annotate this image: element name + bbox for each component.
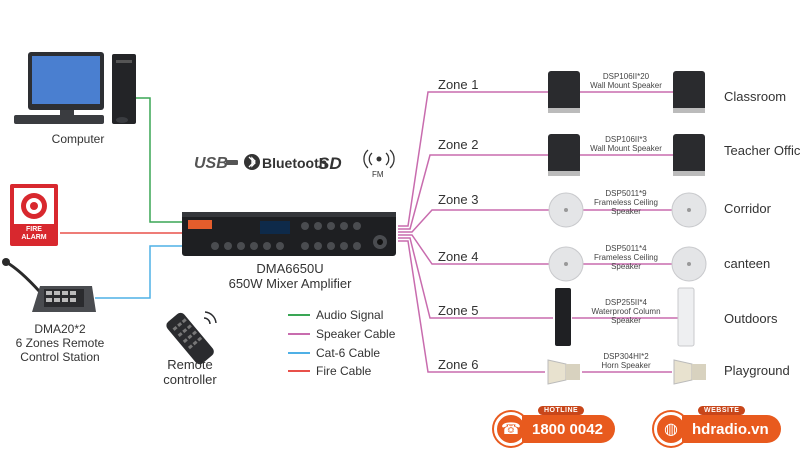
- speaker-type-zone-3: Frameless Ceiling Speaker: [593, 198, 659, 216]
- zone-3-label: Zone 3: [438, 192, 479, 207]
- horn-speaker-zone-6-b: [673, 359, 706, 385]
- remote-controller-label: Remote controller: [150, 357, 230, 387]
- fm-logo: FM: [363, 149, 395, 179]
- zone-1-label: Zone 1: [438, 77, 479, 92]
- svg-text:FM: FM: [372, 170, 384, 179]
- fire-alarm-label: FIRE ALARM: [14, 226, 54, 242]
- speaker-cable-zone-1: [398, 91, 550, 227]
- remote-controller-icon: [166, 312, 214, 365]
- wall-speaker-zone-1-b: [673, 71, 705, 113]
- speaker-type-zone-6: Horn Speaker: [601, 361, 651, 370]
- amplifier-icon: [182, 212, 396, 256]
- zone-5-label: Zone 5: [438, 303, 479, 318]
- speaker-cable-zone-5: [398, 237, 553, 319]
- speaker-type-zone-2: Wall Mount Speaker: [590, 144, 662, 153]
- remote-station-label: DMA20*2 6 Zones Remote Control Station: [4, 322, 116, 364]
- speaker-cables: [398, 91, 678, 373]
- speaker-model-zone-1: DSP106II*20: [602, 72, 650, 81]
- speaker-model-zone-4: DSP5011*4: [605, 244, 647, 253]
- wall-speaker-zone-2-b: [673, 134, 705, 176]
- hotline-badge[interactable]: ☎ 1800 0042 HOTLINE: [494, 406, 615, 446]
- zone-2-label: Zone 2: [438, 137, 479, 152]
- wall-speaker-zone-1-a: [548, 71, 580, 113]
- legend-lines: [288, 314, 310, 372]
- place-zone-6: Playground: [724, 363, 790, 378]
- place-zone-2: Teacher Office: [724, 143, 800, 158]
- amplifier-label: DMA6650U 650W Mixer Amplifier: [210, 261, 370, 291]
- place-zone-1: Classroom: [724, 89, 787, 104]
- legend-audio-signal: Audio Signal: [316, 308, 384, 322]
- remote-station-desc-1: 6 Zones Remote: [15, 336, 105, 350]
- speaker-cable-zone-4: [398, 234, 550, 265]
- bluetooth-logo: Bluetooth: [244, 154, 327, 171]
- computer-label: Computer: [51, 132, 105, 146]
- ceiling-speaker-zone-4-b: [671, 246, 707, 282]
- speaker-cable-zone-2: [398, 154, 550, 230]
- place-zone-3: Corridor: [724, 201, 771, 216]
- computer-icon: [14, 52, 136, 124]
- svg-text:SD: SD: [318, 154, 342, 173]
- speaker-model-zone-3: DSP5011*9: [605, 189, 647, 198]
- hotline-number: 1800 0042: [522, 415, 615, 443]
- cat6-cable-wire: [95, 245, 185, 299]
- hotline-tag: HOTLINE: [538, 406, 585, 415]
- website-badge[interactable]: ◍ hdradio.vn WEBSITE: [654, 406, 781, 446]
- remote-controller-line1: Remote: [167, 357, 213, 372]
- speaker-desc-zone-2: DSP106II*3 Wall Mount Speaker: [583, 135, 669, 153]
- speaker-type-zone-5: Waterproof Column Speaker: [591, 307, 661, 325]
- amplifier-desc: 650W Mixer Amplifier: [228, 276, 352, 291]
- ceiling-speaker-zone-3-b: [671, 192, 707, 228]
- ceiling-speaker-zone-4-a: [548, 246, 584, 282]
- speaker-type-zone-1: Wall Mount Speaker: [590, 81, 662, 90]
- amplifier-model: DMA6650U: [256, 261, 324, 276]
- fire-alarm-label-line1: FIRE: [26, 226, 42, 233]
- fire-alarm-icon: [10, 184, 58, 246]
- speaker-desc-zone-3: DSP5011*9 Frameless Ceiling Speaker: [583, 189, 669, 216]
- speaker-desc-zone-6: DSP304HI*2 Horn Speaker: [583, 352, 669, 370]
- remote-station-model: DMA20*2: [34, 322, 86, 336]
- remote-station-desc-2: Control Station: [20, 350, 100, 364]
- speaker-type-zone-4: Frameless Ceiling Speaker: [593, 253, 659, 271]
- legend-fire-cable: Fire Cable: [316, 364, 372, 378]
- legend-cat6-cable: Cat-6 Cable: [316, 346, 381, 360]
- zone-4-label: Zone 4: [438, 249, 479, 264]
- svg-text:Bluetooth: Bluetooth: [262, 155, 327, 171]
- remote-controller-line2: controller: [163, 372, 217, 387]
- remote-signal-icon: [203, 311, 217, 325]
- speaker-desc-zone-4: DSP5011*4 Frameless Ceiling Speaker: [583, 244, 669, 271]
- remote-station-icon: [2, 258, 96, 312]
- fire-alarm-label-line2: ALARM: [21, 234, 47, 241]
- wall-speaker-zone-2-a: [548, 134, 580, 176]
- horn-speaker-zone-6-a: [547, 359, 580, 385]
- speaker-desc-zone-5: DSP255II*4 Waterproof Column Speaker: [583, 298, 669, 325]
- audio-signal-wire: [135, 97, 185, 223]
- place-zone-5: Outdoors: [724, 311, 778, 326]
- legend-speaker-cable: Speaker Cable: [316, 327, 396, 341]
- sd-logo: SD: [318, 154, 342, 173]
- website-url: hdradio.vn: [682, 415, 781, 443]
- speaker-model-zone-5: DSP255II*4: [605, 298, 647, 307]
- column-speaker-zone-5-b: [677, 287, 695, 347]
- speaker-model-zone-6: DSP304HI*2: [603, 352, 649, 361]
- speaker-desc-zone-1: DSP106II*20 Wall Mount Speaker: [583, 72, 669, 90]
- zone-6-label: Zone 6: [438, 357, 479, 372]
- ceiling-speaker-zone-3-a: [548, 192, 584, 228]
- column-speaker-zone-5-a: [555, 288, 571, 346]
- svg-text:USB: USB: [194, 155, 228, 172]
- speaker-cable-zone-6: [398, 240, 545, 373]
- speaker-model-zone-2: DSP106II*3: [605, 135, 647, 144]
- speaker-cable-zone-3: [398, 209, 550, 233]
- place-zone-4: canteen: [724, 256, 771, 271]
- website-tag: WEBSITE: [698, 406, 746, 415]
- usb-logo: USB: [194, 155, 238, 172]
